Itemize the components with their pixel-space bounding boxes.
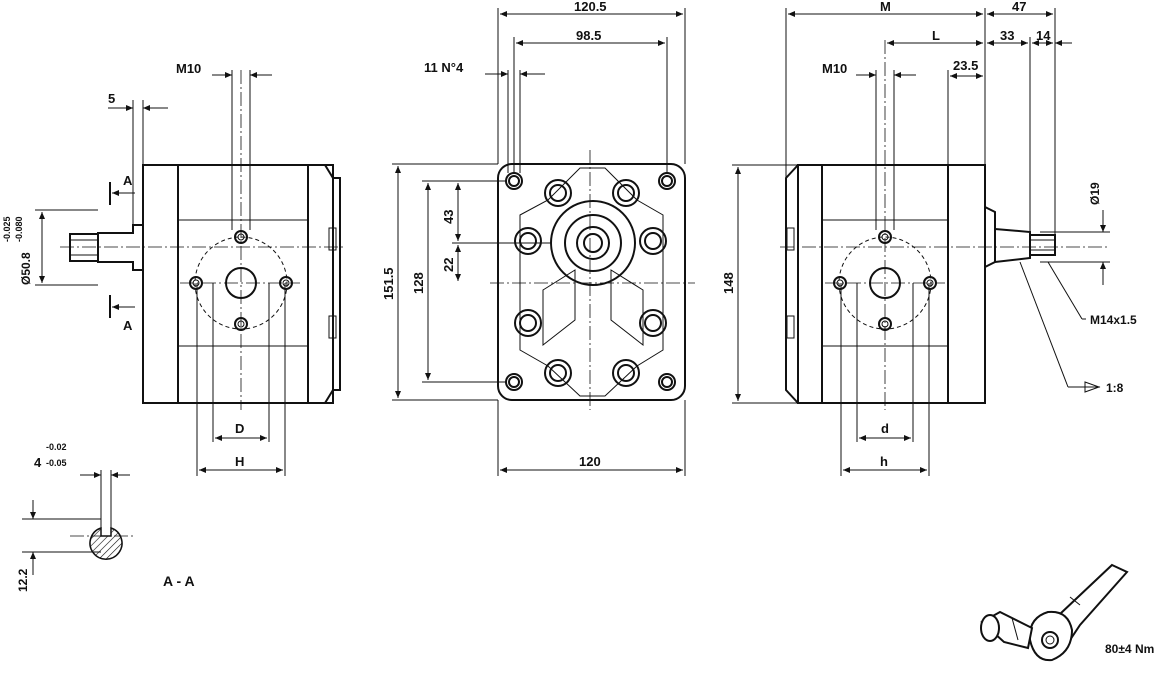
drive-shaft xyxy=(97,224,143,271)
dim-m10-left: M10 xyxy=(176,61,201,76)
dim-47: 47 xyxy=(1012,0,1026,14)
dim-h-upper: H xyxy=(235,454,244,469)
dim-d-lower: d xyxy=(881,421,889,436)
dim-shaft-diameter: Ø50.8 xyxy=(19,252,33,285)
dim-151-5: 151.5 xyxy=(381,267,396,300)
dim-d-upper: D xyxy=(235,421,244,436)
flange-hub xyxy=(550,200,636,286)
shaft-section xyxy=(89,526,123,560)
tapered-shaft xyxy=(984,206,996,268)
torque-wrench-icon: 80±4 Nm xyxy=(980,563,1154,662)
section-label-top: A xyxy=(123,173,133,188)
dim-23-5: 23.5 xyxy=(953,58,978,73)
dim-120: 120 xyxy=(579,454,601,469)
dim-diameter-19: Ø19 xyxy=(1088,182,1102,205)
key-nominal: 4 xyxy=(34,455,42,470)
dim-m: M xyxy=(880,0,891,14)
dim-taper: 1:8 xyxy=(1106,381,1124,395)
front-view: M10 5 A A -0.025 -0.080 Ø50.8 D H xyxy=(2,61,345,476)
dim-12-2: 12.2 xyxy=(16,568,30,592)
dim-128: 128 xyxy=(411,272,426,294)
section-title: A - A xyxy=(163,573,195,589)
side-body-outline xyxy=(797,164,986,404)
flange-outline xyxy=(497,163,686,401)
flange-view: 120.5 98.5 11 N°4 151.5 128 43 22 120 xyxy=(381,0,695,476)
dim-43: 43 xyxy=(441,210,456,224)
dim-98-5: 98.5 xyxy=(576,28,601,43)
tolerance-lower: -0.080 xyxy=(14,216,24,242)
dim-22: 22 xyxy=(441,258,456,272)
dim-thread: M14x1.5 xyxy=(1090,313,1137,327)
dim-120-5: 120.5 xyxy=(574,0,607,14)
dim-33: 33 xyxy=(1000,28,1014,43)
key-tolerance-lower: -0.05 xyxy=(46,458,67,468)
side-view: M 47 L 33 14 M10 23.5 Ø19 148 M14x1.5 1:… xyxy=(721,0,1137,476)
section-label-bottom: A xyxy=(123,318,133,333)
torque-label: 80±4 Nm xyxy=(1105,642,1154,656)
dim-14: 14 xyxy=(1036,28,1051,43)
dim-h-lower: h xyxy=(880,454,888,469)
section-a-a: -0.02 4 -0.05 12.2 A - A xyxy=(16,442,195,592)
dim-holes: 11 N°4 xyxy=(424,60,464,75)
dim-5: 5 xyxy=(108,91,115,106)
pump-body-outline xyxy=(142,164,334,404)
dim-m10-right: M10 xyxy=(822,61,847,76)
tolerance-upper: -0.025 xyxy=(2,216,12,242)
dim-148: 148 xyxy=(721,272,736,294)
key-tolerance-upper: -0.02 xyxy=(46,442,67,452)
dim-l: L xyxy=(932,28,940,43)
rear-cover xyxy=(785,164,799,404)
